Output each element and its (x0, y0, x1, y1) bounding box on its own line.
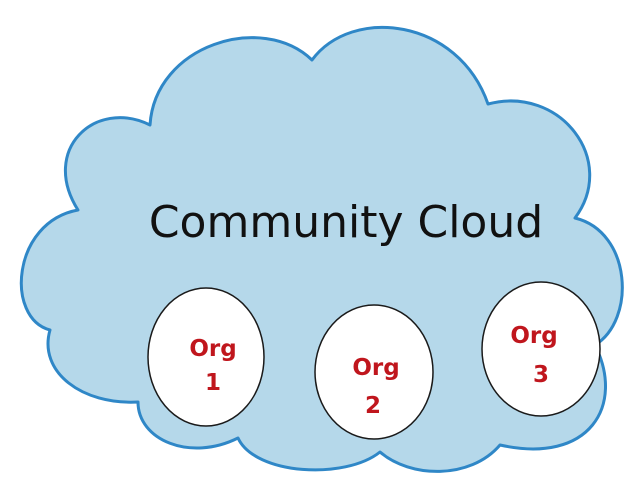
org-node-1: Org 1 (147, 287, 265, 427)
org-2-label-line2: 2 (365, 393, 381, 419)
org-node-2: Org 2 (314, 304, 434, 440)
org-3-label-line2: 3 (533, 362, 549, 388)
org-2-circle (314, 304, 434, 440)
org-node-3: Org 3 (481, 281, 601, 417)
org-1-circle (147, 287, 265, 427)
cloud-title: Community Cloud (149, 197, 543, 248)
org-1-label-line1: Org (189, 336, 236, 362)
org-3-label-line1: Org (510, 323, 557, 349)
org-1-label-line2: 1 (205, 370, 221, 396)
org-2-label-line1: Org (352, 355, 399, 381)
org-3-circle (481, 281, 601, 417)
